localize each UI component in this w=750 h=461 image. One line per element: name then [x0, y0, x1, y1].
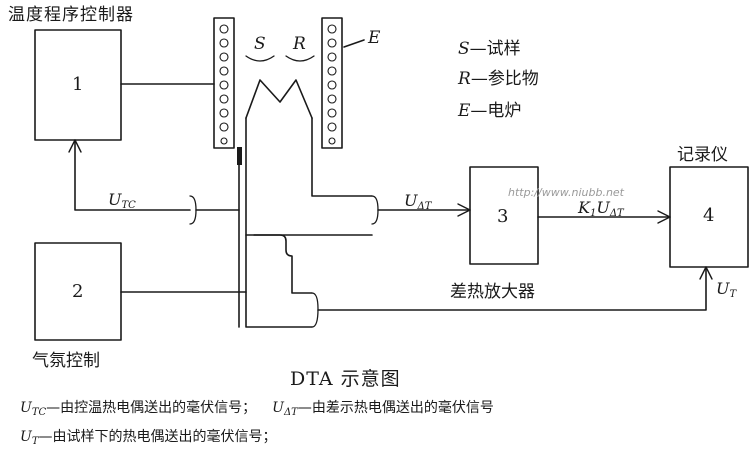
- signal-u-tc-sub: TC: [121, 200, 136, 211]
- signal-u-t-main: U: [716, 279, 730, 298]
- block-3-number: 3: [497, 206, 509, 227]
- note-udt-text: —由差示热电偶送出的毫伏信号: [297, 400, 494, 416]
- diff-amp-label: 差热放大器: [450, 282, 535, 302]
- sample-crucible: [245, 55, 275, 62]
- utc-brace: [189, 195, 197, 225]
- legend-reference-symbol: R: [458, 69, 471, 89]
- wire-utc-feedback: [74, 139, 191, 211]
- signal-u-tc-main: U: [108, 190, 122, 209]
- furnace-right-coil: [321, 17, 343, 149]
- furnace-tag: E: [368, 28, 381, 48]
- signal-k-main: U: [596, 198, 610, 217]
- furnace-leader-line: [343, 39, 365, 48]
- block-3: [469, 166, 539, 265]
- signal-k-u-dt: K1UΔT: [578, 198, 624, 219]
- note-udt-sub: ΔT: [283, 407, 298, 418]
- signal-u-t-sub: T: [729, 289, 737, 300]
- diagram-title: DTA 示意图: [290, 368, 401, 390]
- signal-u-dt-sub: ΔT: [417, 201, 432, 212]
- signal-u-tc: UTC: [108, 190, 136, 211]
- gas-control-label: 气氛控制: [32, 351, 100, 371]
- signal-u-dt: UΔT: [404, 191, 431, 212]
- recorder-label: 记录仪: [677, 145, 728, 165]
- signal-k-pre-sub: 1: [589, 208, 597, 219]
- reference-lead: [311, 117, 373, 197]
- middle-lead-crossing: [253, 234, 313, 294]
- wire-ut-to-recorder: [317, 266, 707, 311]
- temp-controller-label: 温度程序控制器: [8, 5, 134, 25]
- note-line-2: UT—由试样下的热电偶送出的毫伏信号；: [20, 426, 276, 447]
- block-2-number: 2: [72, 281, 84, 302]
- arrow-to-block-4: [657, 210, 671, 224]
- legend-furnace: E—电炉: [458, 96, 521, 121]
- legend-sample-symbol: S: [458, 39, 470, 59]
- thermocouple-junctions: [245, 79, 313, 119]
- legend-furnace-symbol: E: [458, 101, 471, 121]
- sample-lead: [245, 117, 313, 328]
- signal-u-t: UT: [716, 279, 736, 300]
- reference-crucible: [285, 55, 315, 62]
- block-4-number: 4: [703, 205, 715, 226]
- note-utc-main: U: [20, 400, 32, 416]
- note-ut-text: —由试样下的热电偶送出的毫伏信号；: [38, 429, 277, 445]
- u-dt-brace: [371, 195, 379, 225]
- note-utc-sub: TC: [31, 407, 47, 418]
- signal-k-pre: K: [578, 198, 590, 217]
- legend-furnace-text: —电炉: [470, 101, 522, 121]
- legend-reference-text: —参比物: [470, 69, 539, 89]
- note-ut-sub: T: [31, 436, 39, 447]
- signal-k-sub: ΔT: [609, 208, 624, 219]
- u-t-brace: [311, 292, 319, 328]
- block-1: [34, 29, 122, 141]
- legend-sample: S—试样: [458, 34, 521, 59]
- note-ut-main: U: [20, 429, 32, 445]
- arrow-to-recorder-bottom: [699, 266, 713, 280]
- watermark: http://www.niubb.net: [508, 186, 624, 199]
- reference-tag: R: [293, 34, 306, 54]
- legend-reference: R—参比物: [458, 64, 539, 89]
- arrow-to-block-1: [68, 139, 82, 153]
- sample-tag: S: [254, 34, 266, 54]
- arrow-to-block-3: [457, 203, 471, 217]
- legend-sample-text: —试样: [469, 39, 521, 59]
- control-thermocouple-tip: [237, 147, 242, 165]
- note-line-1: UTC—由控温热电偶送出的毫伏信号；UΔT—由差示热电偶送出的毫伏信号: [20, 397, 494, 418]
- note-udt-main: U: [272, 400, 284, 416]
- note-utc-text: —由控温热电偶送出的毫伏信号；: [46, 400, 257, 416]
- furnace-left-coil: [213, 17, 235, 149]
- block-1-number: 1: [72, 74, 84, 95]
- signal-u-dt-main: U: [404, 191, 418, 210]
